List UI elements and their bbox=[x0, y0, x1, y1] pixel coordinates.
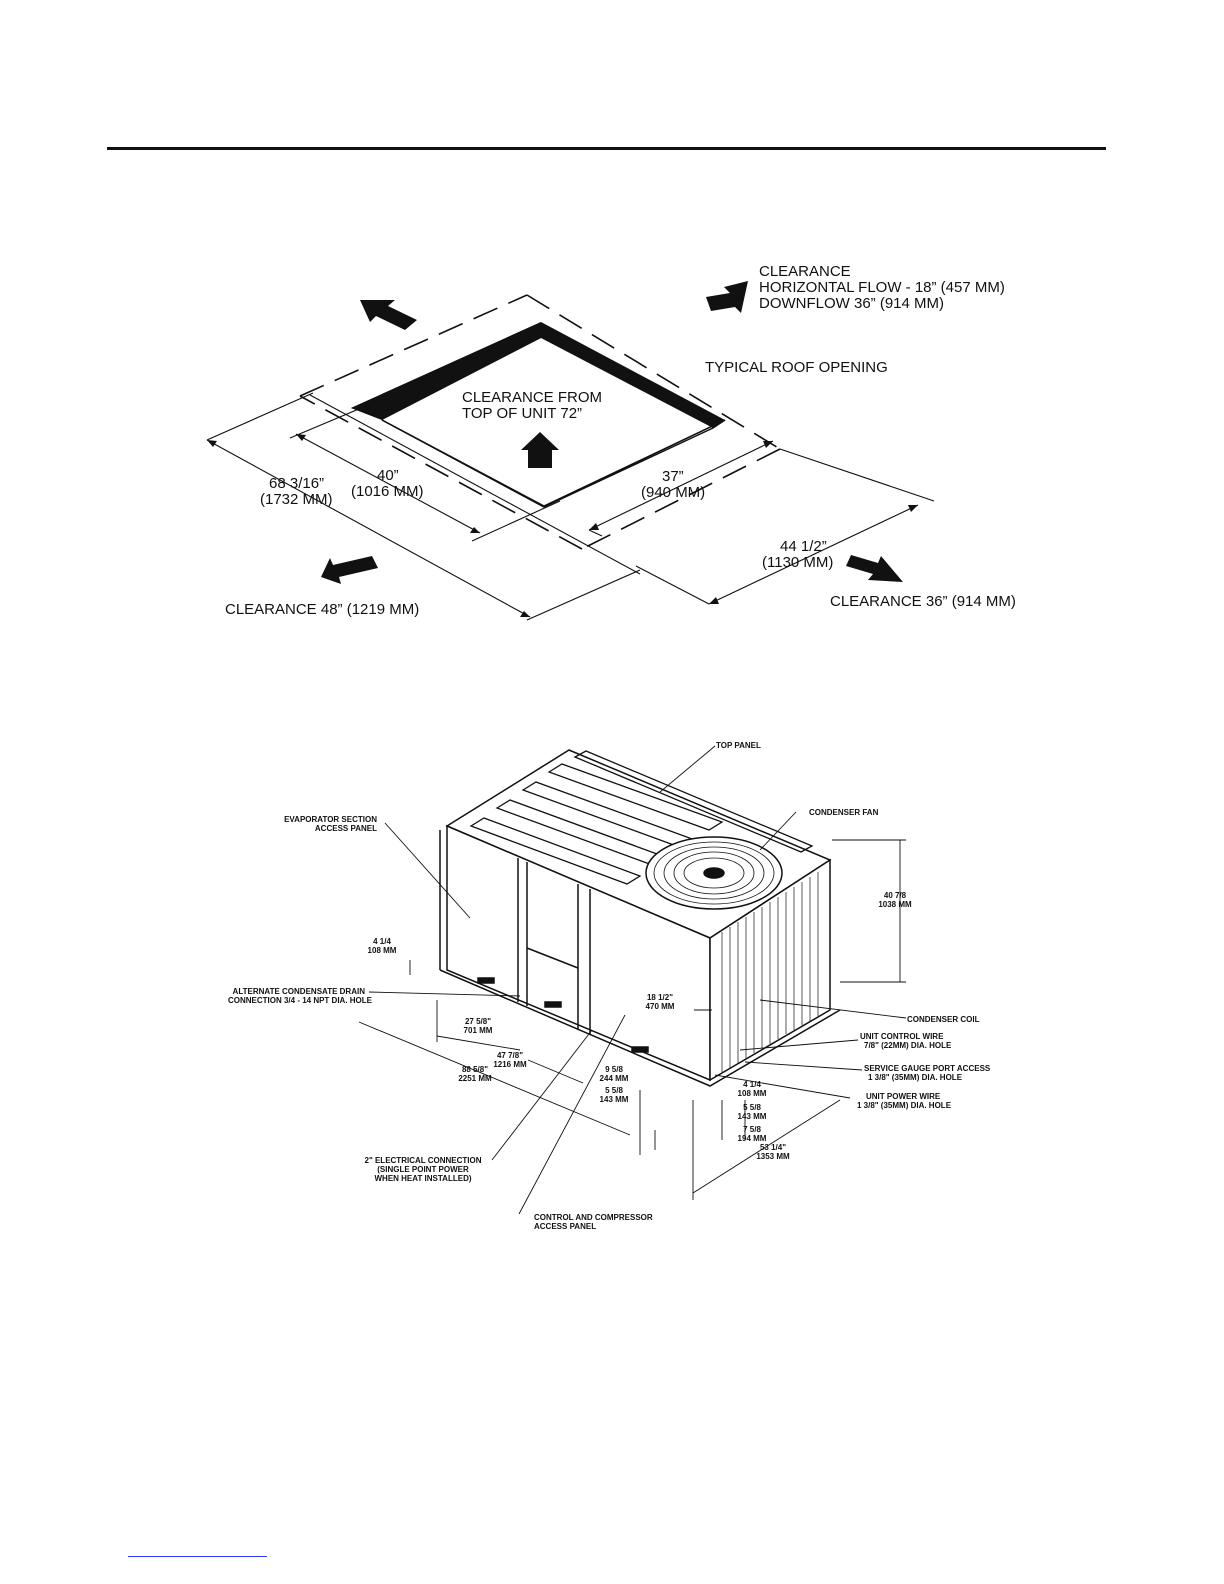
unit-power-wire-line2: 1 3/8" (35MM) DIA. HOLE bbox=[857, 1101, 952, 1110]
clearance-arrow-upleft-icon bbox=[360, 300, 417, 330]
dim-37-inch: 37” bbox=[662, 468, 684, 485]
dim-68-inch: 68 3/16” bbox=[269, 475, 324, 492]
dim-5-b-inch: 5 5/8 bbox=[743, 1103, 761, 1112]
dim-4-14-right-mm: 108 MM bbox=[738, 1089, 767, 1098]
control-panel-line2: ACCESS PANEL bbox=[534, 1222, 596, 1231]
dimension-arrowheads bbox=[207, 434, 918, 617]
roof-opening bbox=[351, 322, 726, 508]
dim-37-mm: (940 MM) bbox=[641, 484, 705, 501]
service-gauge-line1: SERVICE GAUGE PORT ACCESS bbox=[864, 1064, 991, 1073]
clearance-top-right-label: CLEARANCE HORIZONTAL FLOW - 18” (457 MM)… bbox=[759, 263, 1005, 312]
unit-power-wire-line1: UNIT POWER WIRE bbox=[866, 1092, 941, 1101]
unit-drawing bbox=[439, 749, 841, 1087]
dimension-lines bbox=[206, 392, 935, 621]
height-dim-mm: 1038 MM bbox=[878, 900, 912, 909]
top-panel-label: TOP PANEL bbox=[716, 741, 761, 750]
clearance-from-top-line1: CLEARANCE FROM bbox=[462, 389, 602, 406]
unit-control-wire-line2: 7/8" (22MM) DIA. HOLE bbox=[864, 1041, 952, 1050]
control-panel-line1: CONTROL AND COMPRESSOR bbox=[534, 1213, 653, 1222]
unit-control-wire-line1: UNIT CONTROL WIRE bbox=[860, 1032, 944, 1041]
dim-4-14-left-mm: 108 MM bbox=[368, 946, 397, 955]
clearance-right-label: CLEARANCE 36” (914 MM) bbox=[830, 593, 1016, 610]
unit-labels: TOP PANEL CONDENSER FAN EVAPORATOR SECTI… bbox=[228, 741, 991, 1231]
clearance-arrow-upright-icon bbox=[706, 281, 748, 313]
header-rule bbox=[107, 147, 1106, 150]
clearance-outline bbox=[299, 294, 781, 550]
alt-drain-line1: ALTERNATE CONDENSATE DRAIN bbox=[233, 987, 366, 996]
condenser-coil-label: CONDENSER COIL bbox=[907, 1015, 980, 1024]
electrical-line2: (SINGLE POINT POWER bbox=[377, 1165, 469, 1174]
footer-link-underline[interactable] bbox=[128, 1556, 267, 1557]
service-gauge-line2: 1 3/8" (35MM) DIA. HOLE bbox=[868, 1073, 963, 1082]
condenser-fan-label: CONDENSER FAN bbox=[809, 808, 879, 817]
clearance-horizontal-flow: HORIZONTAL FLOW - 18” (457 MM) bbox=[759, 279, 1005, 296]
evaporator-label-line1: EVAPORATOR SECTION bbox=[284, 815, 377, 824]
dim-9-inch: 9 5/8 bbox=[605, 1065, 623, 1074]
up-arrow-icon bbox=[521, 432, 559, 468]
typical-roof-opening-label: TYPICAL ROOF OPENING bbox=[705, 359, 888, 376]
dim-88-inch: 88 5/8" bbox=[462, 1065, 488, 1074]
clearance-from-top-line2: TOP OF UNIT 72” bbox=[462, 405, 582, 422]
dim-53-inch: 53 1/4" bbox=[760, 1143, 786, 1152]
dim-27-inch: 27 5/8" bbox=[465, 1017, 491, 1026]
electrical-line3: WHEN HEAT INSTALLED) bbox=[374, 1174, 471, 1183]
dim-88-mm: 2251 MM bbox=[458, 1074, 492, 1083]
clearance-heading: CLEARANCE bbox=[759, 263, 851, 280]
dim-47-inch: 47 7/8" bbox=[497, 1051, 523, 1060]
unit-dimension-lines bbox=[358, 745, 907, 1215]
dim-4-14-left-inch: 4 1/4 bbox=[373, 937, 391, 946]
dim-7-mm: 194 MM bbox=[738, 1134, 767, 1143]
clearance-arrow-downleft-icon bbox=[321, 556, 378, 584]
dim-18-mm: 470 MM bbox=[646, 1002, 675, 1011]
evaporator-label-line2: ACCESS PANEL bbox=[315, 824, 377, 833]
dim-40-inch: 40” bbox=[377, 467, 399, 484]
height-dim-inch: 40 7/8 bbox=[884, 891, 907, 900]
clearance-downflow: DOWNFLOW 36” (914 MM) bbox=[759, 295, 944, 312]
dim-5-a-inch: 5 5/8 bbox=[605, 1086, 623, 1095]
dim-4-14-right-inch: 4 1/4 bbox=[743, 1080, 761, 1089]
dim-47-mm: 1216 MM bbox=[493, 1060, 527, 1069]
dim-44-mm: (1130 MM) bbox=[762, 554, 833, 571]
dim-68-mm: (1732 MM) bbox=[260, 491, 333, 508]
dim-5-b-mm: 143 MM bbox=[738, 1112, 767, 1121]
alt-drain-line2: CONNECTION 3/4 - 14 NPT DIA. HOLE bbox=[228, 996, 373, 1005]
dim-7-inch: 7 5/8 bbox=[743, 1125, 761, 1134]
dim-9-mm: 244 MM bbox=[600, 1074, 629, 1083]
dim-27-mm: 701 MM bbox=[464, 1026, 493, 1035]
dim-5-a-mm: 143 MM bbox=[600, 1095, 629, 1104]
electrical-line1: 2" ELECTRICAL CONNECTION bbox=[365, 1156, 482, 1165]
dim-40-mm: (1016 MM) bbox=[351, 483, 424, 500]
clearance-left-label: CLEARANCE 48” (1219 MM) bbox=[225, 601, 419, 618]
dim-53-mm: 1353 MM bbox=[756, 1152, 790, 1161]
clearance-arrow-downright-icon bbox=[846, 555, 903, 582]
dim-18-inch: 18 1/2" bbox=[647, 993, 673, 1002]
dim-44-inch: 44 1/2” bbox=[780, 538, 827, 555]
